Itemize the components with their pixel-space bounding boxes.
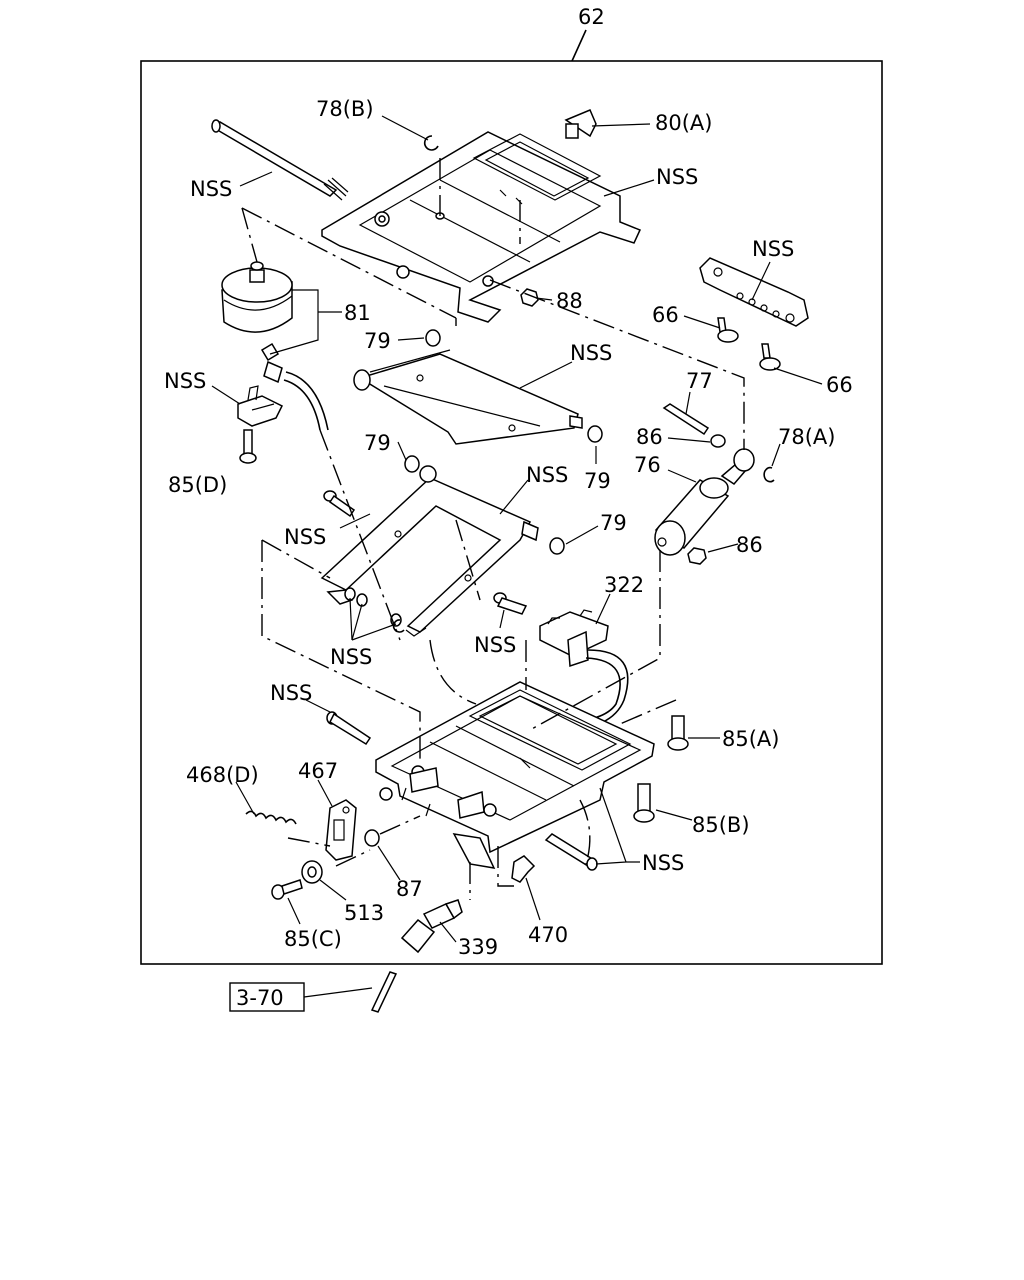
label-nss-lower-arm: NSS [526,463,568,487]
label-81: 81 [344,301,371,325]
label-87: 87 [396,877,423,901]
label-66-upper: 66 [652,303,679,327]
label-nss-clip: NSS [164,369,206,393]
bolt-left-arm [323,490,356,518]
label-nss-bolt-mid: NSS [474,633,516,657]
label-78b: 78(B) [316,97,374,121]
label-513: 513 [344,901,384,925]
label-nss-bolt-left: NSS [284,525,326,549]
label-nss-bolt-top: NSS [190,177,232,201]
label-76: 76 [634,453,661,477]
label-nss-bracket: NSS [752,237,794,261]
label-79-right: 79 [584,469,611,493]
bolt-77 [662,403,710,436]
bolt-66-upper [717,317,739,343]
label-80a: 80(A) [655,111,712,135]
reference-break-mark [370,971,398,1013]
mount-bracket [699,257,809,327]
label-468d: 468(D) [186,763,259,787]
label-86-upper: 86 [636,425,663,449]
label-85d: 85(D) [168,473,227,497]
label-77: 77 [686,369,713,393]
label-85b: 85(B) [692,813,750,837]
label-470: 470 [528,923,568,947]
clip-470 [511,855,536,883]
valve-339 [400,899,463,954]
label-339: 339 [458,935,498,959]
label-85c: 85(C) [284,927,342,951]
reference-label: 3-70 [236,986,284,1010]
bolt-85d [239,429,257,464]
label-66-lower: 66 [826,373,853,397]
nut-86-upper [710,434,726,448]
bolt-85a [667,715,689,751]
label-88: 88 [556,289,583,313]
title-leader [571,29,587,62]
shock-absorber-76 [654,448,755,556]
washer-79-lower [549,537,565,555]
label-78a: 78(A) [778,425,835,449]
e-clip-78b [423,135,439,151]
label-nss-rod-bottom: NSS [642,851,684,875]
rod-bottom [544,833,598,871]
washer-79-left [404,455,420,473]
bolt-mid-arm [493,592,528,615]
switch-322 [539,609,629,731]
label-nss-top-frame: NSS [656,165,698,189]
reference-leader [303,987,373,998]
cap-80a [564,109,597,139]
washer-87 [364,829,380,847]
upper-arm [353,349,583,445]
spring-468d [245,810,297,825]
label-85a: 85(A) [722,727,779,751]
label-79-lower: 79 [600,511,627,535]
label-322: 322 [604,573,644,597]
clip-bracket-left [237,385,284,427]
bolt-85c [271,879,303,900]
stud-top [396,265,410,279]
label-86-lower: 86 [736,533,763,557]
pin-bottom-left [326,711,372,746]
bottom-frame [375,681,655,869]
long-bolt-top [211,119,349,201]
assembly-centerlines [241,158,745,900]
top-frame [321,131,642,323]
leader-lines [211,115,823,943]
label-nss-pin-bottom: NSS [270,681,312,705]
washer-79-right [587,425,603,443]
label-467: 467 [298,759,338,783]
pin-clip [392,619,405,633]
air-spring-81 [221,261,293,333]
nut-86-lower [687,547,707,565]
label-79-top: 79 [364,329,391,353]
hose-fitting-81 [260,342,329,431]
e-clip-78a [763,466,775,483]
lower-arm [320,465,539,637]
title-number: 62 [578,5,605,29]
label-nss-upper-arm: NSS [570,341,612,365]
label-79-left: 79 [364,431,391,455]
diagram-frame [140,60,883,965]
washer-513 [301,860,323,884]
bolt-85b [633,783,655,823]
label-nss-pins: NSS [330,645,372,669]
washer-79-top [425,329,441,347]
bolt-66-lower [759,343,781,371]
bracket-467 [325,799,357,861]
